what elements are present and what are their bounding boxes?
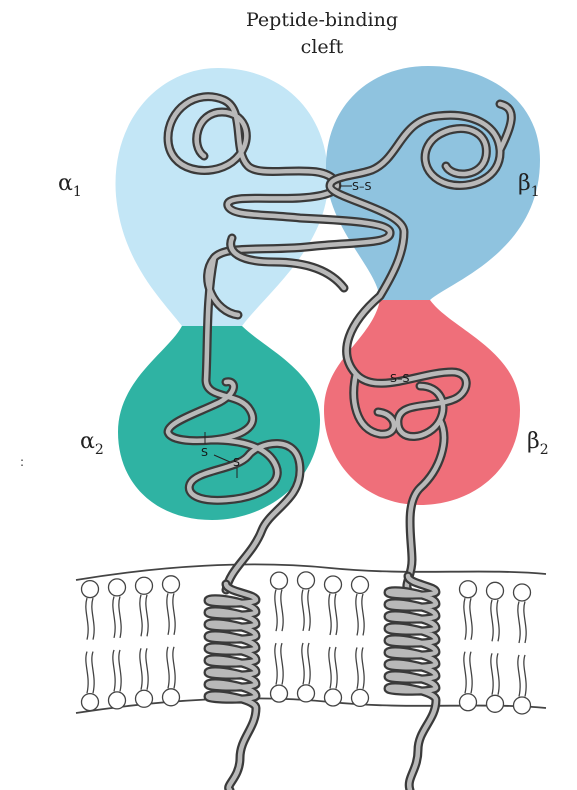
lipid-head-outer: [296, 571, 316, 590]
lipid-tail-outer: [517, 601, 521, 644]
lipid-tail-outer: [280, 589, 284, 632]
lipid-head-outer: [485, 581, 505, 600]
label-alpha1: α1: [58, 171, 82, 200]
disulfide-beta2-label: S–S: [390, 372, 409, 385]
lipid-head-outer: [350, 575, 370, 595]
lipid-tail-outer: [463, 598, 467, 640]
lipid-head-outer: [80, 579, 100, 599]
lipid-tail-outer: [172, 593, 176, 635]
lipid-tail-inner: [496, 653, 500, 695]
beta-transmembrane-helix-highlight: [385, 573, 439, 790]
disulfide-beta1: S–S: [340, 180, 371, 193]
lipid-tail-outer: [145, 594, 149, 637]
lipid-tail-inner: [517, 654, 521, 697]
cell-membrane: [75, 563, 547, 715]
lipid-tail-inner: [139, 648, 143, 690]
lipid-tail-outer: [307, 589, 311, 632]
lipid-head-inner: [458, 693, 478, 712]
alpha-chain: [163, 92, 395, 790]
lipid-tail-outer: [334, 593, 338, 636]
beta-chain-backbone-highlight: [228, 101, 514, 593]
lipid-tail-inner: [307, 642, 311, 685]
lipid-tail-inner: [280, 642, 284, 685]
lipid-tail-outer: [355, 593, 359, 636]
lipid-head-outer: [458, 580, 478, 599]
lipid-tail-outer: [139, 594, 143, 637]
lipid-tail-inner: [490, 653, 494, 695]
lipid-tail-inner: [145, 648, 149, 690]
lipid-head-inner: [323, 688, 343, 707]
lipid-tail-inner: [523, 654, 527, 697]
lipid-tail-outer: [85, 597, 89, 640]
lipid-tail-outer: [166, 593, 170, 635]
title-line-1: Peptide-binding: [246, 9, 398, 31]
lipid-tail-outer: [274, 589, 278, 632]
disulfide-beta1-label: S–S: [352, 180, 371, 193]
lipid-tail-inner: [334, 646, 338, 689]
lipid-head-outer: [512, 583, 532, 602]
lipid-head-outer: [161, 575, 181, 594]
lipid-head-inner: [161, 688, 181, 707]
label-alpha2: α2: [80, 429, 104, 458]
lipid-head-inner: [80, 692, 100, 712]
disulfide-alpha2-bond: [213, 454, 231, 463]
label-beta1: β1: [518, 171, 540, 200]
lipid-head-outer: [323, 575, 343, 594]
lipid-tail-inner: [172, 646, 176, 689]
lipid-tail-outer: [361, 593, 365, 636]
lipid-tail-outer: [118, 596, 122, 639]
lipid-tail-inner: [328, 646, 332, 689]
lipid-tail-inner: [463, 651, 467, 694]
lipid-head-inner: [485, 694, 505, 713]
lipid-head-inner: [350, 688, 370, 708]
lipid-tail-inner: [118, 649, 122, 692]
lipid-tail-outer: [301, 589, 305, 632]
lipid-tail-inner: [112, 649, 116, 692]
membrane-outer-edge: [75, 563, 547, 581]
title-group: Peptide-binding cleft: [246, 9, 398, 58]
lipid-tail-inner: [355, 647, 359, 690]
lipid-head-outer: [107, 578, 127, 597]
lipid-tail-inner: [91, 651, 95, 694]
disulfide-alpha2-atom-left: S: [201, 446, 208, 459]
lipid-head-outer: [269, 571, 289, 590]
lipid-head-inner: [296, 684, 316, 703]
beta-chain: [226, 99, 516, 790]
lipid-tail-inner: [166, 646, 170, 689]
disulfide-alpha2: S S: [201, 432, 240, 478]
lipid-tail-outer: [496, 599, 500, 642]
alpha2-domain: [118, 326, 320, 520]
lipid-tail-outer: [490, 599, 494, 642]
title-line-2: cleft: [301, 36, 344, 58]
lipid-head-inner: [512, 696, 532, 715]
lipid-head-inner: [269, 684, 289, 703]
lipid-tail-inner: [85, 651, 89, 694]
lipid-head-inner: [107, 691, 127, 710]
lipid-tail-outer: [328, 593, 332, 636]
lipid-tail-outer: [469, 598, 473, 640]
stray-mark: :: [20, 455, 24, 469]
lipid-tail-inner: [469, 651, 473, 694]
disulfide-alpha2-atom-right: S: [233, 456, 240, 469]
lipid-tail-inner: [361, 647, 365, 690]
lipid-tail-outer: [523, 601, 527, 644]
lipid-tail-inner: [301, 642, 305, 685]
lipid-tail-outer: [112, 596, 116, 639]
lipid-head-outer: [134, 576, 154, 595]
disulfide-beta2: S–S: [390, 372, 409, 385]
alpha-transmembrane-helix-highlight: [205, 581, 259, 790]
lipid-tail-inner: [274, 642, 278, 685]
lipid-tail-outer: [91, 597, 95, 640]
lipid-head-inner: [134, 689, 154, 708]
label-beta2: β2: [527, 429, 549, 458]
